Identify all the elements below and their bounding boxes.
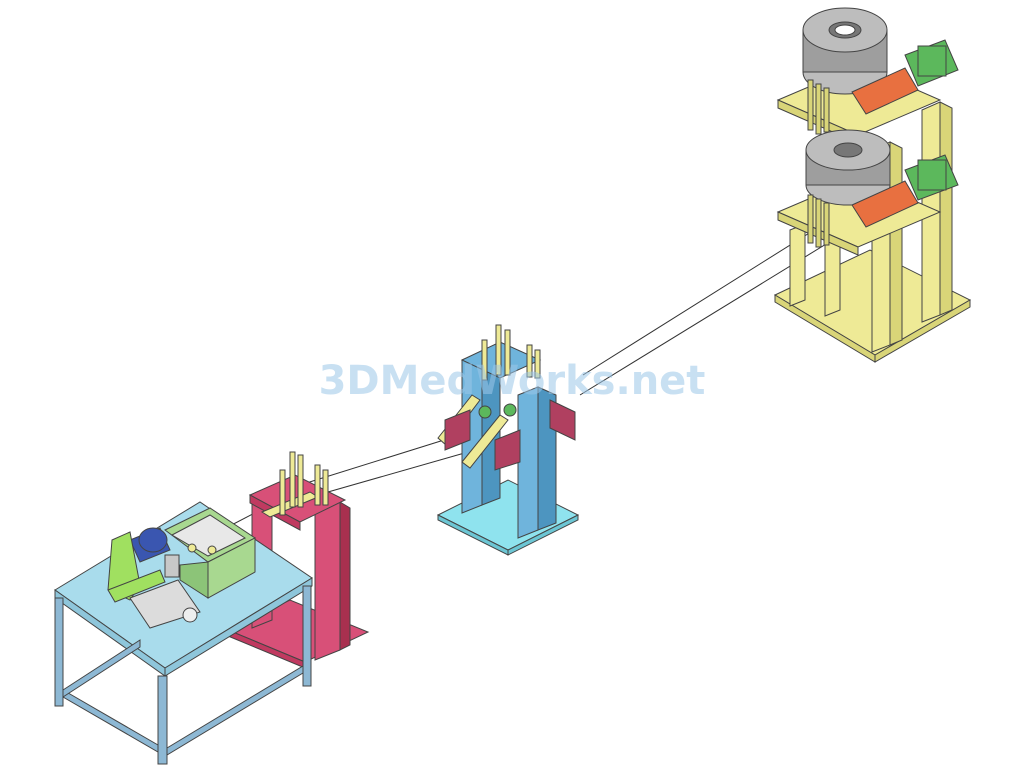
guide-base: [436, 479, 580, 551]
clamp-unit: [164, 554, 180, 578]
work-table: [54, 501, 313, 765]
wire-lower-reel-to-guide: [579, 221, 863, 396]
reel-guide-pins: [807, 79, 830, 248]
control-box: [164, 507, 256, 599]
guide-wheel-right: [549, 399, 576, 441]
guide-stand: [436, 324, 580, 556]
reel-post-left: [789, 223, 806, 307]
guide-column-right: [517, 386, 539, 539]
guide-wheel-left: [494, 429, 521, 471]
press-column-right: [314, 501, 341, 661]
spool-lower: [805, 129, 891, 206]
reel-stand: [773, 7, 972, 363]
table-crossbar: [62, 689, 159, 753]
guide-arm-right: [461, 414, 509, 469]
press-pins: [279, 451, 329, 516]
linear-slide: [129, 579, 201, 629]
reel-motor-lower: [851, 154, 959, 228]
guide-pins: [481, 324, 541, 381]
drive-motor: [129, 527, 171, 563]
guide-roller: [478, 405, 492, 419]
spool-upper: [802, 7, 888, 95]
table-leg: [54, 597, 64, 707]
reel-motor-upper: [851, 39, 959, 115]
